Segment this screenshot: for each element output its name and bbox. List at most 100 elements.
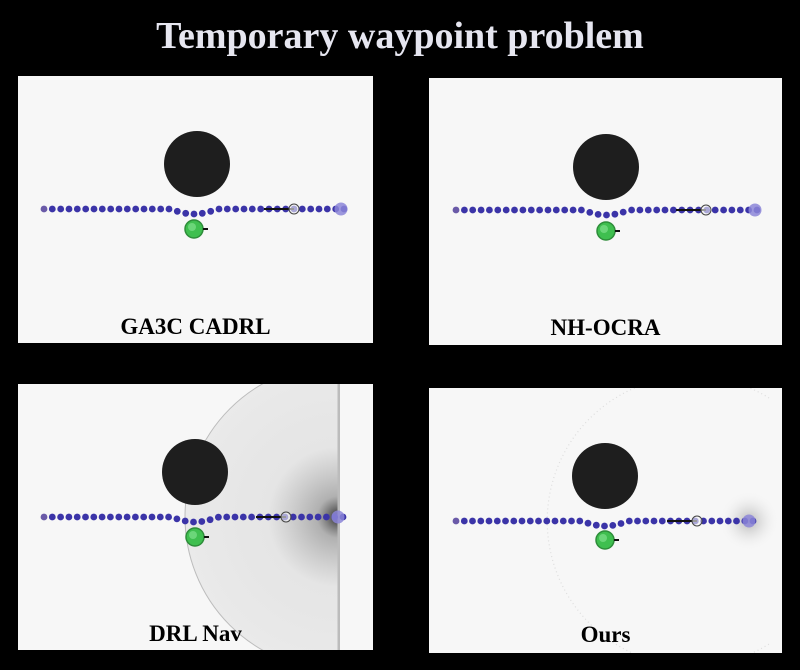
path-dot	[257, 205, 265, 213]
path-dot	[469, 517, 476, 525]
path-dot	[148, 513, 156, 521]
obstacle-disc	[572, 443, 638, 509]
path-dot	[232, 205, 240, 213]
path-dot	[594, 211, 602, 218]
path-dot	[40, 205, 48, 213]
path-dot	[239, 513, 247, 521]
path-dot	[173, 515, 181, 523]
agent-highlight	[599, 534, 607, 542]
path-dot	[165, 513, 173, 521]
path-dot	[653, 206, 661, 214]
path-dot	[461, 206, 468, 214]
panel-nh-ocra: NH-OCRA	[429, 78, 782, 345]
path-dot	[544, 206, 552, 214]
path-dot	[207, 207, 215, 215]
path-dot	[578, 206, 585, 214]
path-dot	[625, 517, 633, 525]
path-dot	[486, 206, 493, 214]
panel-ga3c-cadrl: GA3C CADRL	[18, 76, 373, 343]
path-dot	[452, 206, 460, 214]
path-dot	[198, 209, 206, 217]
path-dot	[609, 522, 617, 529]
goal-marker	[742, 514, 756, 528]
path-dot	[315, 205, 323, 213]
path-dot	[157, 205, 165, 213]
path-dot	[728, 206, 736, 214]
path-dot	[123, 513, 131, 521]
path-dot	[658, 517, 666, 525]
path-dot	[601, 522, 608, 530]
goal-marker	[334, 202, 348, 216]
path-dot	[535, 517, 542, 525]
path-dot	[165, 205, 173, 213]
temporary-waypoint-ring	[280, 511, 292, 523]
path-dot	[132, 513, 139, 521]
path-dot	[190, 210, 198, 218]
path-dot	[223, 205, 231, 213]
path-dot	[511, 206, 518, 214]
path-dot	[552, 206, 560, 214]
obstacle-disc	[573, 134, 639, 200]
path-dot	[502, 206, 510, 214]
path-dot	[527, 206, 535, 214]
path-dot	[611, 210, 619, 218]
path-dot	[82, 513, 89, 521]
panel-label-ours: Ours	[580, 622, 631, 647]
path-dot	[617, 520, 625, 527]
path-dot	[644, 206, 652, 214]
path-dot	[460, 517, 468, 525]
path-dot	[57, 205, 65, 213]
path-dot	[518, 517, 526, 525]
path-dot	[115, 513, 123, 521]
path-dot	[215, 205, 223, 213]
path-dot	[65, 513, 73, 521]
path-dot	[720, 206, 727, 214]
scene-ga3c-cadrl	[40, 131, 348, 239]
path-dot	[551, 517, 559, 525]
agent-highlight	[189, 531, 197, 539]
path-dot	[314, 513, 322, 521]
path-dot	[73, 513, 81, 521]
path-dot	[248, 513, 256, 521]
path-dot	[736, 206, 744, 214]
path-dot	[148, 205, 156, 213]
path-dot	[477, 206, 485, 214]
path-dot	[485, 517, 493, 525]
path-dot	[182, 209, 190, 217]
path-dot	[642, 517, 650, 525]
path-dot	[724, 517, 732, 525]
path-dot	[561, 206, 569, 214]
path-dot	[661, 206, 669, 214]
path-dot	[140, 205, 148, 213]
path-dot	[634, 517, 641, 525]
path-dot	[298, 205, 306, 213]
path-dot	[307, 205, 315, 213]
path-dot	[493, 517, 501, 525]
path-dot	[190, 518, 197, 526]
scene-ours	[452, 388, 779, 653]
panel-label-ga3c-cadrl: GA3C CADRL	[120, 314, 271, 339]
goal-marker	[748, 203, 762, 217]
path-dot	[289, 513, 297, 521]
path-dot	[469, 206, 477, 214]
scene-drl-nav	[40, 384, 347, 650]
path-dot	[502, 517, 509, 525]
path-dot	[173, 207, 181, 215]
path-dot	[240, 205, 248, 213]
scene-nh-ocra	[452, 134, 762, 241]
temporary-waypoint-ring	[691, 515, 703, 527]
path-dot	[568, 517, 575, 525]
obstacle-disc	[164, 131, 230, 197]
path-dot	[559, 517, 567, 525]
path-dot	[519, 206, 527, 214]
panel-ours: Ours	[429, 388, 782, 653]
path-dot	[536, 206, 543, 214]
path-dot	[569, 206, 577, 214]
path-dot	[198, 518, 206, 525]
panel-label-drl-nav: DRL Nav	[149, 621, 242, 646]
path-dot	[40, 513, 48, 521]
obstacle-disc	[162, 439, 228, 505]
path-dot	[140, 513, 148, 521]
path-dot	[65, 205, 73, 213]
path-dot	[73, 205, 81, 213]
